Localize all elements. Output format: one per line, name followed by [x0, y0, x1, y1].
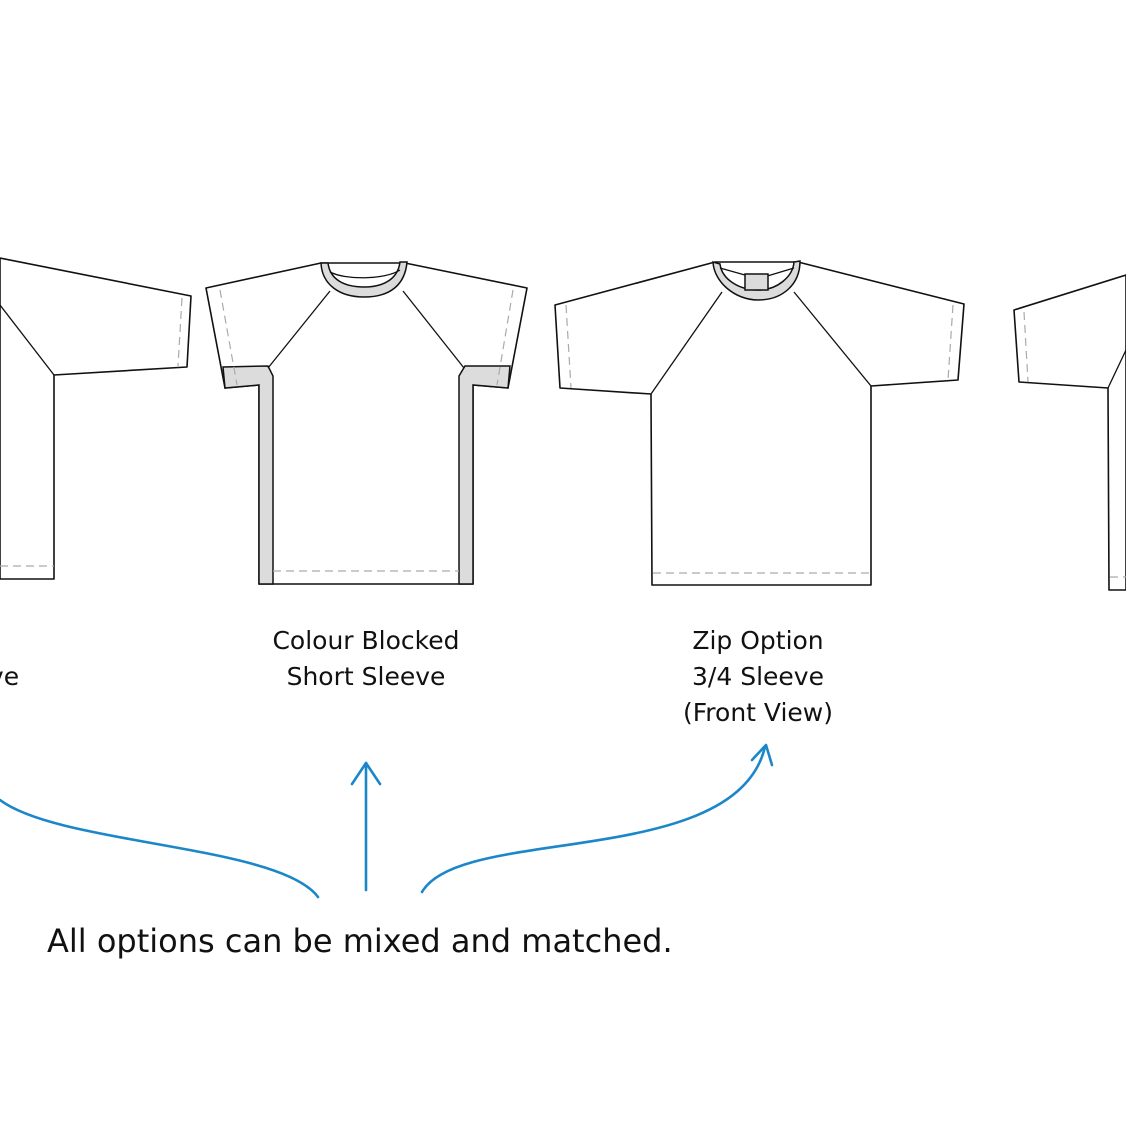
label-zip-option-line1: Zip Option [692, 626, 823, 655]
tshirt-partial-right [1013, 274, 1126, 591]
arrow-left-curve [0, 798, 320, 899]
arrow-right-curve [420, 743, 774, 894]
label-zip-option-line3: (Front View) [683, 698, 833, 727]
label-colour-blocked-line2: Short Sleeve [287, 662, 446, 691]
arrow-up [350, 761, 382, 892]
caption: All options can be mixed and matched. [47, 922, 673, 960]
tshirt-colour-blocked-short-sleeve [205, 261, 528, 585]
tshirt-partial-left [0, 257, 192, 580]
label-zip-option-line2: 3/4 Sleeve [692, 662, 824, 691]
label-colour-blocked-line1: Colour Blocked [272, 626, 459, 655]
tshirt-zip-option-three-quarter-sleeve [554, 260, 965, 586]
zip-tab [744, 273, 769, 291]
label-partial-left: ve [0, 662, 19, 691]
